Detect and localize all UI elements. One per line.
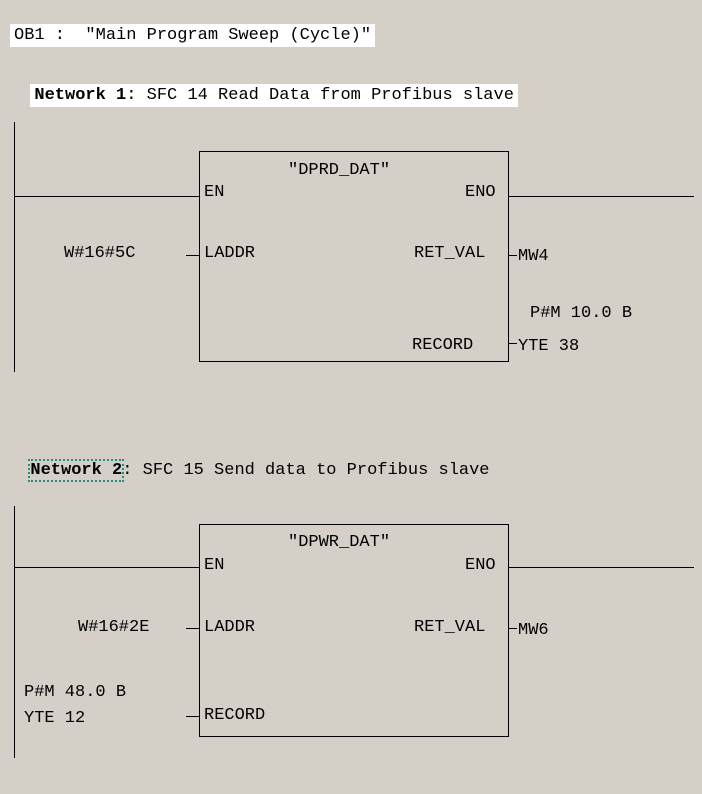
network-2-comment: SFC 15 Send data to Profibus slave [132,461,490,480]
record-wire-1 [508,343,517,344]
laddr-pin-2: LADDR [204,618,256,637]
en-pin-2: EN [204,556,225,575]
laddr-value-2[interactable]: W#16#2E [78,618,150,637]
power-rail-2 [14,506,15,758]
dprd-dat-name: "DPRD_DAT" [288,161,391,180]
record-value-1-line2[interactable]: YTE 38 [518,337,580,356]
eno-wire-2 [508,567,694,568]
eno-pin-2: ENO [465,556,496,575]
retval-value-1[interactable]: MW4 [518,247,549,266]
block-title: OB1 : "Main Program Sweep (Cycle)" [10,24,376,47]
network-2-header[interactable]: Network 2: SFC 15 Send data to Profibus … [28,459,490,482]
laddr-value-1[interactable]: W#16#5C [64,244,136,263]
network-1-header[interactable]: Network 1: SFC 14 Read Data from Profibu… [10,67,518,107]
record-pin-2: RECORD [204,706,266,725]
dpwr-dat-name: "DPWR_DAT" [288,533,391,552]
power-rail-1 [14,122,15,372]
record-pin-1: RECORD [412,336,474,355]
en-pin-1: EN [204,183,225,202]
laddr-pin-1: LADDR [204,244,256,263]
network-2-label[interactable]: Network 2 [28,459,125,482]
en-wire-1 [14,196,200,197]
eno-wire-1 [508,196,694,197]
network-1-label[interactable]: Network 1 [34,86,127,105]
laddr-wire-1 [186,255,199,256]
record-value-2-line2[interactable]: YTE 12 [24,709,86,728]
record-value-1-line1[interactable]: P#M 10.0 B [530,304,633,323]
dpwr-dat-block[interactable] [199,524,509,737]
record-wire-2 [186,716,199,717]
retval-pin-1: RET_VAL [414,244,486,263]
retval-value-2[interactable]: MW6 [518,621,549,640]
retval-wire-2 [508,628,517,629]
network-1-comment: : SFC 14 Read Data from Profibus slave [126,84,518,107]
eno-pin-1: ENO [465,183,496,202]
retval-pin-2: RET_VAL [414,618,486,637]
dprd-dat-block[interactable] [199,151,509,362]
retval-wire-1 [508,255,517,256]
record-value-2-line1[interactable]: P#M 48.0 B [24,683,127,702]
en-wire-2 [14,567,200,568]
laddr-wire-2 [186,628,199,629]
